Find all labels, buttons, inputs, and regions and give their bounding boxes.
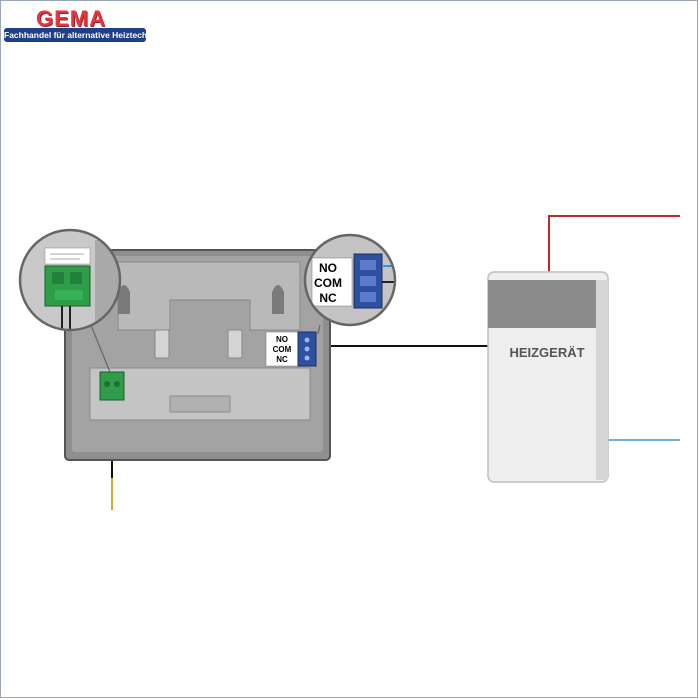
logo-brand: GEMA bbox=[36, 6, 106, 31]
gema-logo: GEMA Fachhandel für alternative Heiztech… bbox=[4, 6, 146, 42]
logo-tagline: Fachhandel für alternative Heiztechnik bbox=[4, 28, 146, 42]
zoom-connector-right bbox=[317, 324, 321, 335]
plate-label-no: NO bbox=[276, 335, 288, 344]
mounting-hole-right bbox=[272, 285, 284, 314]
plate-label-nc: NC bbox=[276, 355, 288, 364]
thermostat-backplate: NO COM NC bbox=[64, 249, 331, 461]
mounting-hole-left bbox=[118, 285, 130, 314]
zoom-label-nc: NC bbox=[319, 291, 337, 305]
sensor-terminal-block bbox=[99, 371, 125, 401]
plate-label-com: COM bbox=[273, 345, 292, 354]
zoom-circle-right: NO COM NC bbox=[303, 233, 397, 327]
zoom-label-com: COM bbox=[314, 276, 342, 290]
zoom-connector-left bbox=[87, 317, 111, 373]
boiler-label: HEIZGERÄT bbox=[509, 345, 584, 360]
zoom-label-no: NO bbox=[319, 261, 337, 275]
red-wire bbox=[548, 215, 680, 272]
zoom-circle-left bbox=[18, 228, 122, 332]
boiler-unit: HEIZGERÄT bbox=[487, 271, 609, 483]
